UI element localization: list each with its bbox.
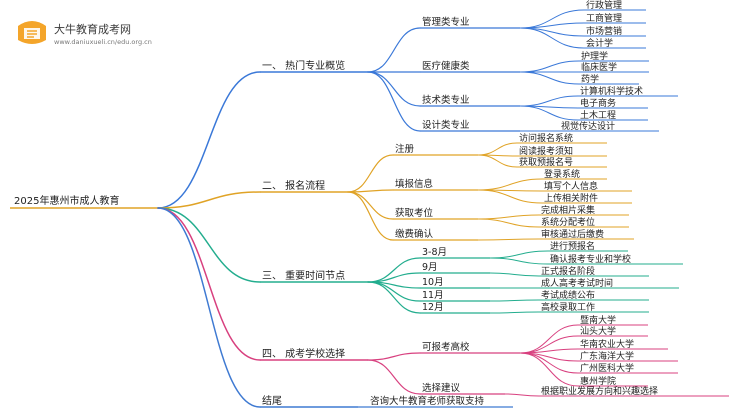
- leaf-label-1-4-1: 视觉传达设计: [561, 120, 615, 132]
- branch-line-3: [157, 207, 261, 283]
- leaf-label-2-4-1: 审核通过后缴费: [541, 228, 604, 240]
- leaf-label-3-1-2: 确认报考专业和学校: [550, 253, 631, 265]
- leaf-label-1-3-1: 计算机科学技术: [580, 85, 643, 97]
- leaf-branch-1-2-1: [519, 60, 580, 73]
- sub-branch-2-4: [347, 191, 394, 241]
- branch-line-4: [157, 207, 261, 361]
- leaf-label-1-1-2: 工商管理: [586, 12, 622, 24]
- site-logo: 大牛教育成考网 www.daniuxueli.cn/edu.org.cn: [8, 14, 153, 48]
- sub-label-1-3: 技术类专业: [422, 94, 470, 106]
- leaf-label-3-2-1: 正式报名阶段: [541, 265, 595, 277]
- leaf-label-4-1-3: 华南农业大学: [580, 338, 634, 350]
- section-label-4: 四、 成考学校选择: [262, 347, 345, 360]
- leaf-label-2-2-3: 上传相关附件: [544, 192, 598, 204]
- sub-branch-3-1: [367, 257, 421, 283]
- section-label-5: 结尾: [262, 394, 282, 407]
- leaf-label-4-1-4: 广东海洋大学: [580, 350, 634, 362]
- leaf-label-3-3-1: 成人高考考试时间: [541, 277, 613, 289]
- sub-label-3-3: 10月: [422, 277, 444, 288]
- leaf-branch-1-1-4: [519, 27, 585, 49]
- leaf-label-3-4-1: 考试成绩公布: [541, 289, 595, 301]
- sub-label-1-2: 医疗健康类: [422, 60, 470, 72]
- leaf-branch-1-3-3: [519, 105, 579, 121]
- leaf-label-1-1-3: 市场营销: [586, 25, 622, 37]
- branch-line-2: [157, 191, 261, 209]
- sub-branch-2-1: [347, 154, 394, 193]
- leaf-branch-2-2-3: [477, 189, 543, 204]
- leaf-label-3-5-1: 高校录取工作: [541, 301, 595, 313]
- leaf-branch-4-1-6: [519, 352, 579, 387]
- section-label-3: 三、 重要时间节点: [262, 269, 345, 282]
- leaf-branch-3-5-1: [489, 311, 540, 314]
- leaf-branch-1-2-3: [519, 71, 580, 85]
- leaf-branch-3-4-1: [489, 299, 540, 302]
- leaf-label-1-1-1: 行政管理: [586, 0, 622, 11]
- sub-label-1-4: 设计类专业: [422, 119, 470, 131]
- leaf-label-2-1-3: 获取预报名号: [519, 156, 573, 168]
- logo-url: www.daniuxueli.cn/edu.org.cn: [54, 38, 152, 46]
- sub-label-4-1: 可报考高校: [422, 341, 470, 353]
- sub-label-3-5: 12月: [422, 302, 444, 313]
- leaf-label-4-1-6: 惠州学院: [580, 375, 616, 387]
- leaf-label-1-2-1: 护理学: [581, 50, 608, 62]
- sub-label-2-4: 缴费确认: [395, 228, 434, 240]
- leaf-branch-4-1-3: [519, 348, 579, 354]
- leaf-label-2-3-1: 完成相片采集: [541, 204, 595, 216]
- leaf-label-1-3-3: 土木工程: [580, 109, 616, 121]
- sub-label-3-1: 3-8月: [422, 247, 447, 258]
- sub-label-3-4: 11月: [422, 290, 444, 301]
- leaf-branch-2-1-1: [477, 142, 518, 156]
- leaf-branch-2-2-1: [477, 178, 543, 191]
- sub-label-5-1: 咨询大牛教育老师获取支持: [370, 395, 485, 407]
- sub-label-2-2: 填报信息: [395, 178, 433, 190]
- logo-badge-icon: [18, 21, 46, 44]
- leaf-branch-4-2-1: [504, 393, 540, 397]
- leaf-branch-3-1-2: [489, 257, 549, 265]
- leaf-label-1-3-2: 电子商务: [580, 97, 616, 109]
- root-topic: 2025年惠州市成人教育: [14, 194, 119, 207]
- branch-line-1: [157, 71, 261, 209]
- leaf-label-1-1-4: 会计学: [586, 37, 613, 49]
- branch-line-5: [157, 207, 261, 408]
- sub-branch-4-2: [367, 359, 421, 395]
- leaf-branch-2-3-2: [477, 218, 540, 228]
- leaf-label-1-2-3: 药学: [581, 73, 599, 85]
- sub-label-2-3: 获取考位: [395, 207, 434, 219]
- leaf-label-2-3-2: 系统分配考位: [541, 216, 595, 228]
- leaf-branch-2-4-1: [477, 238, 540, 241]
- leaf-label-3-1-1: 进行预报名: [550, 240, 595, 252]
- sub-label-2-1: 注册: [395, 143, 415, 155]
- leaf-label-1-2-2: 临床医学: [581, 61, 617, 73]
- sub-branch-4-1: [367, 352, 421, 361]
- leaf-label-2-1-2: 阅读报考须知: [519, 145, 573, 157]
- leaf-label-4-1-2: 汕头大学: [580, 325, 616, 337]
- sub-branch-1-1: [367, 27, 421, 73]
- sub-branch-3-5: [367, 281, 421, 314]
- section-label-2: 二、 报名流程: [262, 179, 325, 192]
- sub-label-1-1: 管理类专业: [422, 16, 470, 28]
- leaf-branch-2-1-3: [477, 154, 518, 168]
- sub-label-4-2: 选择建议: [422, 382, 461, 394]
- section-label-1: 一、 热门专业概览: [262, 59, 345, 72]
- sub-label-3-2: 9月: [422, 262, 438, 273]
- leaf-branch-1-3-1: [519, 95, 579, 107]
- sub-branch-1-3: [367, 71, 421, 107]
- leaf-label-2-2-1: 登录系统: [544, 168, 580, 180]
- leaf-branch-2-3-1: [477, 214, 540, 220]
- leaf-label-4-1-1: 暨南大学: [580, 314, 616, 326]
- sub-branch-1-4: [367, 71, 421, 132]
- leaf-label-4-1-5: 广州医科大学: [580, 362, 634, 374]
- leaf-branch-3-1-1: [489, 250, 549, 259]
- leaf-branch-3-2-1: [489, 272, 540, 277]
- leaf-label-2-2-2: 填写个人信息: [544, 180, 598, 192]
- leaf-label-4-2-1: 根据职业发展方向和兴趣选择: [541, 385, 658, 397]
- leaf-label-2-1-1: 访问报名系统: [519, 132, 573, 144]
- logo-name: 大牛教育成考网: [54, 23, 131, 36]
